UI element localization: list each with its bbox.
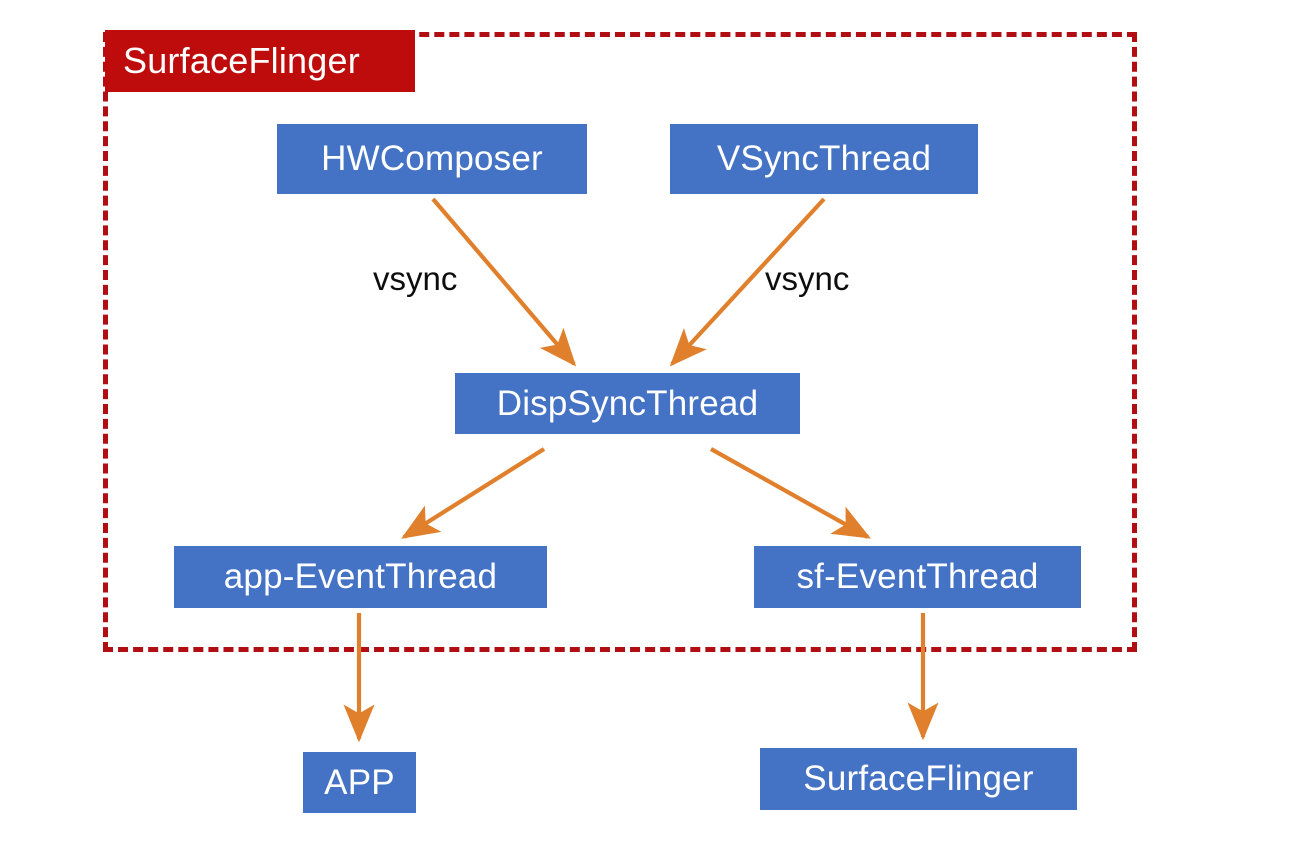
node-surfaceflinger[interactable]: SurfaceFlinger xyxy=(760,748,1077,810)
edge-label-vsync-left: vsync xyxy=(373,260,458,297)
surfaceflinger-group-boundary xyxy=(103,32,1137,652)
node-dispsyncthread[interactable]: DispSyncThread xyxy=(455,373,800,434)
node-sf-eventthread[interactable]: sf-EventThread xyxy=(754,546,1081,608)
edge-label-vsync-right: vsync xyxy=(765,260,850,297)
node-hwcomposer[interactable]: HWComposer xyxy=(277,124,587,194)
surfaceflinger-group-label: SurfaceFlinger xyxy=(105,30,415,92)
node-app[interactable]: APP xyxy=(303,752,416,813)
node-app-eventthread[interactable]: app-EventThread xyxy=(174,546,547,608)
node-vsyncthread[interactable]: VSyncThread xyxy=(670,124,978,194)
